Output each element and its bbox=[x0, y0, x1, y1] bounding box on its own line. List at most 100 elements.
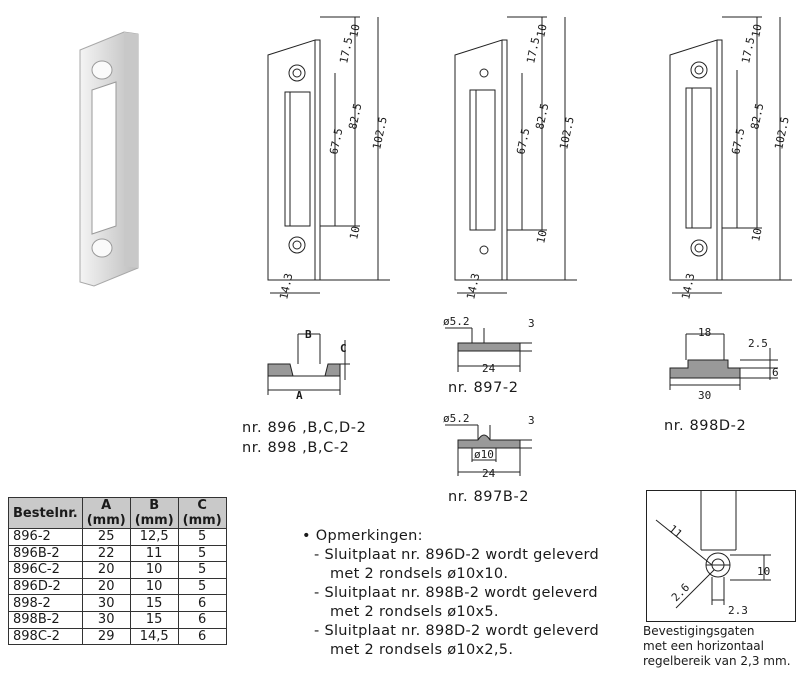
table-cell: 29 bbox=[81, 627, 131, 646]
label-B: B bbox=[305, 328, 312, 341]
table-cell: 20 bbox=[81, 561, 131, 579]
col-header: Bestelnr. bbox=[8, 497, 83, 529]
table-cell: 896C-2 bbox=[8, 561, 83, 579]
dim-10-top: 10 bbox=[347, 23, 362, 39]
table-cell: 30 bbox=[81, 594, 131, 612]
table-cell: 11 bbox=[129, 544, 179, 563]
caption-896: nr. 896 ,B,C,D-2 bbox=[242, 420, 367, 436]
plate-897-drawing bbox=[454, 16, 577, 294]
notes-heading: • Opmerkingen: bbox=[302, 528, 423, 544]
table-cell: 898-2 bbox=[8, 594, 83, 612]
col-header: C(mm) bbox=[177, 497, 227, 529]
dim-10-bottom: 10 bbox=[749, 227, 764, 243]
table-cell: 5 bbox=[177, 528, 227, 546]
fixing-hole-detail: 11 2.6 10 2.3 bbox=[646, 490, 796, 622]
dim-17-5: 17.5 bbox=[524, 36, 542, 65]
section-898d bbox=[669, 333, 778, 390]
table-header-row: Bestelnr. A(mm) B(mm) C(mm) bbox=[8, 497, 227, 529]
label-C: C bbox=[340, 342, 347, 355]
table-cell: 12,5 bbox=[129, 528, 179, 546]
plate-898d-drawing bbox=[669, 16, 792, 294]
table-cell: 6 bbox=[177, 594, 227, 612]
table-cell: 20 bbox=[81, 577, 131, 596]
label-24: 24 bbox=[482, 362, 496, 375]
table-cell: 15 bbox=[129, 594, 179, 612]
note-item: - Sluitplaat nr. 898B-2 wordt geleverd m… bbox=[314, 585, 598, 620]
caption-898: nr. 898 ,B,C-2 bbox=[242, 440, 350, 456]
table-cell: 5 bbox=[177, 544, 227, 563]
dim-67-5: 67.5 bbox=[514, 127, 532, 156]
label-phi5-2: ø5.2 bbox=[443, 315, 470, 328]
dim-14-3: 14.3 bbox=[277, 272, 295, 301]
caption-897: nr. 897-2 bbox=[448, 380, 519, 396]
table-cell: 896D-2 bbox=[8, 577, 83, 596]
caption-896-898: nr. 896 ,B,C,D-2 nr. 898 ,B,C-2 bbox=[242, 418, 366, 458]
table-cell: 898B-2 bbox=[8, 610, 83, 629]
dim-10-top: 10 bbox=[534, 23, 549, 39]
label-phi5-2: ø5.2 bbox=[443, 412, 470, 425]
label-phi10: ø10 bbox=[474, 448, 494, 461]
note-item: - Sluitplaat nr. 896D-2 wordt geleverd m… bbox=[314, 547, 600, 582]
section-897 bbox=[445, 327, 532, 372]
table-cell: 898C-2 bbox=[8, 627, 83, 646]
label-3: 3 bbox=[528, 317, 535, 330]
dim-102-5: 102.5 bbox=[370, 116, 390, 151]
dim-67-5: 67.5 bbox=[729, 127, 747, 156]
dim-10-bottom: 10 bbox=[347, 225, 362, 241]
table-cell: 896B-2 bbox=[8, 544, 83, 563]
table-cell: 22 bbox=[81, 544, 131, 563]
label-2-3: 2.3 bbox=[728, 604, 748, 617]
table-cell: 10 bbox=[129, 561, 179, 579]
label-18: 18 bbox=[698, 326, 711, 339]
table-cell: 15 bbox=[129, 610, 179, 629]
label-3: 3 bbox=[528, 414, 535, 427]
dim-10-bottom: 10 bbox=[534, 229, 549, 245]
notes-section: • Opmerkingen: - Sluitplaat nr. 896D-2 w… bbox=[302, 528, 599, 660]
table-cell: 5 bbox=[177, 561, 227, 579]
label-30: 30 bbox=[698, 389, 711, 402]
label-A: A bbox=[296, 389, 303, 402]
table-cell: 5 bbox=[177, 577, 227, 596]
caption-897b: nr. 897B-2 bbox=[448, 489, 530, 505]
table-cell: 30 bbox=[81, 610, 131, 629]
dim-102-5: 102.5 bbox=[772, 116, 792, 151]
plate-896-drawing bbox=[267, 16, 390, 294]
section-896 bbox=[267, 333, 350, 395]
dim-82-5: 82.5 bbox=[533, 102, 551, 131]
col-header: B(mm) bbox=[129, 497, 179, 529]
dim-102-5: 102.5 bbox=[557, 116, 577, 151]
strike-plate-photo bbox=[79, 31, 139, 287]
dim-17-5: 17.5 bbox=[337, 36, 355, 65]
label-2-5: 2.5 bbox=[748, 337, 768, 350]
dim-82-5: 82.5 bbox=[748, 102, 766, 131]
dim-82-5: 82.5 bbox=[346, 102, 364, 131]
label-10: 10 bbox=[757, 565, 770, 578]
section-897b bbox=[445, 424, 532, 476]
dim-67-5: 67.5 bbox=[327, 127, 345, 156]
note-item: - Sluitplaat nr. 898D-2 wordt geleverd m… bbox=[314, 623, 600, 658]
table-cell: 6 bbox=[177, 627, 227, 646]
table-cell: 14,5 bbox=[129, 627, 179, 646]
dim-14-3: 14.3 bbox=[679, 272, 697, 301]
label-6: 6 bbox=[772, 366, 779, 379]
table-cell: 896-2 bbox=[8, 528, 83, 546]
dim-14-3: 14.3 bbox=[464, 272, 482, 301]
table-cell: 6 bbox=[177, 610, 227, 629]
col-header: A(mm) bbox=[81, 497, 131, 529]
dim-10-top: 10 bbox=[749, 23, 764, 39]
dim-17-5: 17.5 bbox=[739, 36, 757, 65]
table-cell: 10 bbox=[129, 577, 179, 596]
detail-caption: Bevestigingsgaten met een horizontaal re… bbox=[643, 624, 791, 668]
label-24: 24 bbox=[482, 467, 496, 480]
plate-drawings: 10 17.5 82.5 67.5 102.5 10 14.3 10 17.5 … bbox=[267, 16, 792, 480]
label-11: 11 bbox=[666, 522, 685, 540]
table-cell: 25 bbox=[81, 528, 131, 546]
